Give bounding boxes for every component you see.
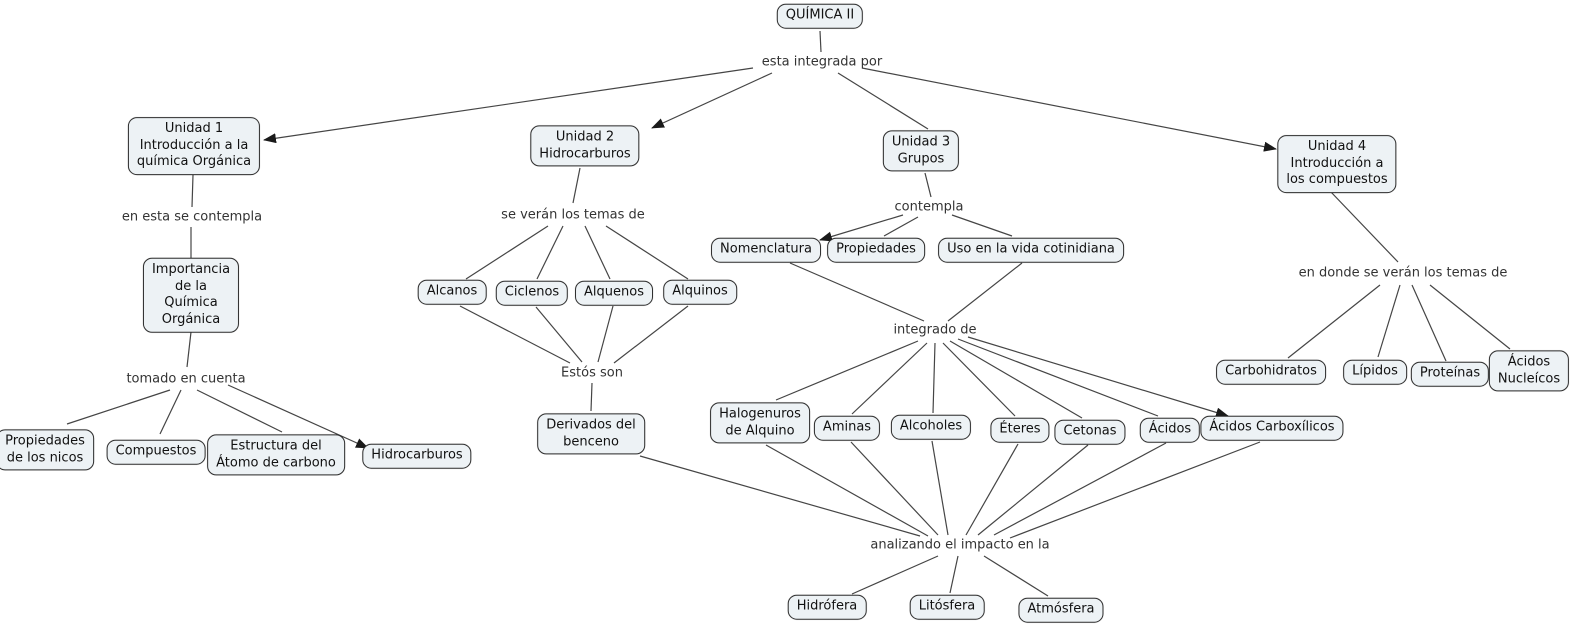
node-unidad-1[interactable]: Unidad 1 Introducción a la química Orgán…	[127, 117, 261, 175]
node-derivados-benceno[interactable]: Derivados del benceno	[537, 413, 645, 455]
node-estructura-atomo[interactable]: Estructura del Átomo de carbono	[207, 434, 345, 476]
node-ciclenos[interactable]: Ciclenos	[495, 280, 569, 306]
node-proteinas[interactable]: Proteínas	[1410, 361, 1490, 387]
node-lipidos[interactable]: Lípidos	[1343, 359, 1407, 385]
node-acidos-carboxilicos[interactable]: Ácidos Carboxílicos	[1200, 415, 1344, 441]
node-carbohidratos[interactable]: Carbohidratos	[1216, 359, 1326, 385]
node-propiedades[interactable]: Propiedades	[827, 237, 925, 263]
phrase-contempla[interactable]: contempla	[894, 199, 964, 215]
node-alcanos[interactable]: Alcanos	[417, 279, 487, 305]
phrase-se-veran-los-temas[interactable]: se verán los temas de	[501, 207, 645, 223]
node-importancia-quimica[interactable]: Importancia de la Química Orgánica	[142, 257, 240, 333]
node-hidrofera[interactable]: Hidrófera	[787, 594, 867, 620]
node-unidad-3[interactable]: Unidad 3 Grupos	[882, 130, 960, 172]
node-cetonas[interactable]: Cetonas	[1054, 419, 1126, 445]
node-atmosfera[interactable]: Atmósfera	[1018, 597, 1104, 623]
node-unidad-2[interactable]: Unidad 2 Hidrocarburos	[530, 125, 640, 167]
node-alquenos[interactable]: Alquenos	[575, 280, 653, 306]
phrase-esta-integrada-por[interactable]: esta integrada por	[761, 54, 883, 70]
node-quimica-ii[interactable]: QUÍMICA II	[776, 3, 864, 29]
phrase-estos-son[interactable]: Estós son	[561, 365, 623, 381]
node-unidad-4[interactable]: Unidad 4 Introducción a los compuestos	[1277, 135, 1397, 193]
phrase-analizando-impacto[interactable]: analizando el impacto en la	[870, 537, 1050, 553]
node-nomenclatura[interactable]: Nomenclatura	[711, 237, 821, 263]
node-acidos-nucleicos[interactable]: Ácidos Nucleícos	[1488, 350, 1570, 392]
node-acidos[interactable]: Ácidos	[1139, 417, 1201, 443]
node-litosfera[interactable]: Litósfera	[909, 594, 985, 620]
node-eteres[interactable]: Éteres	[990, 417, 1050, 443]
node-halogenuros[interactable]: Halogenuros de Alquino	[710, 402, 810, 444]
phrase-en-donde-se-veran[interactable]: en donde se verán los temas de	[1298, 265, 1508, 281]
node-alquinos[interactable]: Alquinos	[663, 279, 737, 305]
node-compuestos[interactable]: Compuestos	[106, 439, 206, 465]
node-hidrocarburos[interactable]: Hidrocarburos	[362, 443, 472, 469]
node-aminas[interactable]: Aminas	[813, 415, 881, 441]
node-propiedades-nicos[interactable]: Propiedades de los nicos	[0, 429, 94, 471]
phrase-tomado-en-cuenta[interactable]: tomado en cuenta	[126, 371, 246, 387]
phrase-en-esta-se-contempla[interactable]: en esta se contempla	[121, 209, 263, 225]
node-alcoholes[interactable]: Alcoholes	[890, 414, 972, 440]
phrase-integrado-de[interactable]: integrado de	[893, 322, 977, 338]
node-uso-vida-cotidiana[interactable]: Uso en la vida cotinidiana	[938, 237, 1124, 263]
